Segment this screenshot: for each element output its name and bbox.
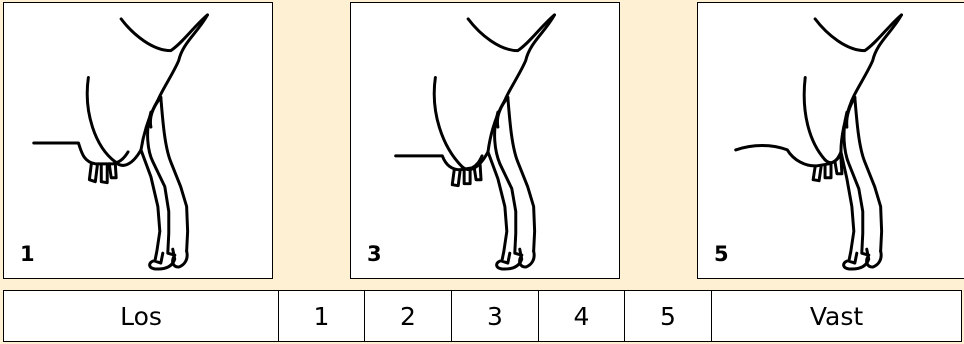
panel-score-label: 5 — [714, 242, 729, 266]
scale-high-label: Vast — [712, 291, 962, 342]
scale-score-1: 1 — [279, 291, 365, 342]
scale-score-2: 2 — [365, 291, 452, 342]
panel-score-label: 3 — [367, 242, 382, 266]
udder-attachment-score-3-drawing — [351, 3, 619, 278]
scale-low-label: Los — [4, 291, 279, 342]
scale-score-3: 3 — [452, 291, 539, 342]
illustration-panel-1: 1 — [3, 2, 273, 279]
scoring-scale: Los 1 2 3 4 5 Vast — [3, 290, 962, 342]
scale-row: Los 1 2 3 4 5 Vast — [4, 291, 962, 342]
udder-attachment-score-1-drawing — [4, 3, 272, 278]
udder-attachment-score-5-drawing — [698, 3, 964, 278]
illustration-panel-5: 5 — [697, 2, 964, 279]
scale-score-5: 5 — [625, 291, 712, 342]
panel-score-label: 1 — [20, 242, 35, 266]
illustration-panel-3: 3 — [350, 2, 620, 279]
scale-score-4: 4 — [539, 291, 625, 342]
